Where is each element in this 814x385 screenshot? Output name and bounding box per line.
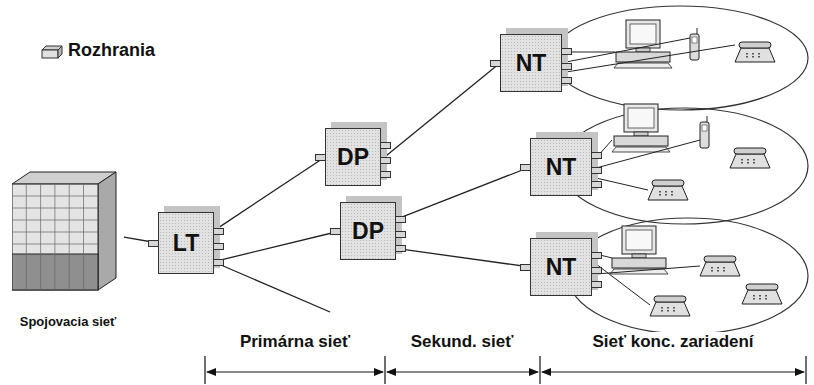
terminal-group-outline: [568, 218, 808, 334]
section-label: Sieť konc. zariadení: [589, 332, 756, 352]
interface-port: [561, 77, 572, 84]
interface-port: [520, 164, 531, 171]
connector-line: [214, 231, 340, 262]
desk-phone-icon: [735, 42, 775, 62]
desk-phone-icon: [650, 296, 690, 316]
interface-port: [561, 63, 572, 70]
node-label: DP: [333, 146, 373, 169]
interface-port: [591, 281, 602, 288]
connector-line: [396, 248, 530, 267]
connector-line: [396, 167, 530, 219]
network-terminal-box: LT: [158, 212, 214, 274]
computer-icon: [612, 104, 670, 152]
building-icon: [12, 170, 124, 292]
interface-port: [213, 228, 224, 235]
node-label: DP: [348, 220, 388, 243]
network-terminal-box: DP: [340, 202, 396, 260]
desk-phone-icon: [648, 180, 688, 200]
interface-port: [591, 252, 602, 259]
legend-icon: [42, 46, 62, 58]
switching-network-node: Spojovacia sieť: [12, 170, 124, 330]
interface-port: [591, 167, 602, 174]
desk-phone-icon: [742, 284, 782, 304]
node-label: NT: [512, 52, 551, 75]
interface-port: [395, 245, 406, 252]
interface-port: [520, 264, 531, 271]
terminal-group-outline: [552, 6, 808, 110]
interface-port: [213, 243, 224, 250]
interface-port: [330, 228, 341, 235]
interface-port: [395, 231, 406, 238]
desk-phone-icon: [700, 256, 740, 276]
node-caption: Spojovacia sieť: [12, 315, 124, 330]
desk-phone-icon: [730, 148, 770, 168]
computer-icon: [610, 226, 668, 274]
node-label: NT: [542, 156, 581, 179]
dimension-bar: [205, 356, 806, 384]
mobile-phone-icon: [690, 28, 699, 60]
interface-port: [380, 142, 391, 149]
network-terminal-box: NT: [530, 138, 592, 196]
network-terminal-box: DP: [325, 128, 381, 186]
interface-port: [591, 181, 602, 188]
interface-port: [561, 48, 572, 55]
interface-port: [315, 154, 326, 161]
interface-port: [591, 267, 602, 274]
interface-port: [490, 60, 501, 67]
interface-port: [591, 152, 602, 159]
network-terminal-box: NT: [500, 34, 562, 92]
legend-text: Rozhrania: [68, 40, 155, 61]
node-label: LT: [169, 232, 203, 255]
interface-port: [395, 216, 406, 223]
section-label: Primárna sieť: [237, 332, 353, 352]
connector-line: [214, 157, 325, 231]
network-terminal-box: NT: [530, 238, 592, 296]
interface-port: [213, 259, 224, 266]
connector-line: [381, 63, 500, 160]
computer-icon: [614, 20, 672, 68]
terminal-devices: [610, 20, 782, 316]
mobile-phone-icon: [700, 116, 709, 148]
interface-port: [380, 171, 391, 178]
feeder-line: [214, 262, 330, 312]
node-label: NT: [542, 256, 581, 279]
interface-port: [380, 157, 391, 164]
section-label: Sekund. sieť: [408, 332, 517, 352]
interface-port: [148, 240, 159, 247]
terminal-group-outline: [560, 108, 808, 224]
